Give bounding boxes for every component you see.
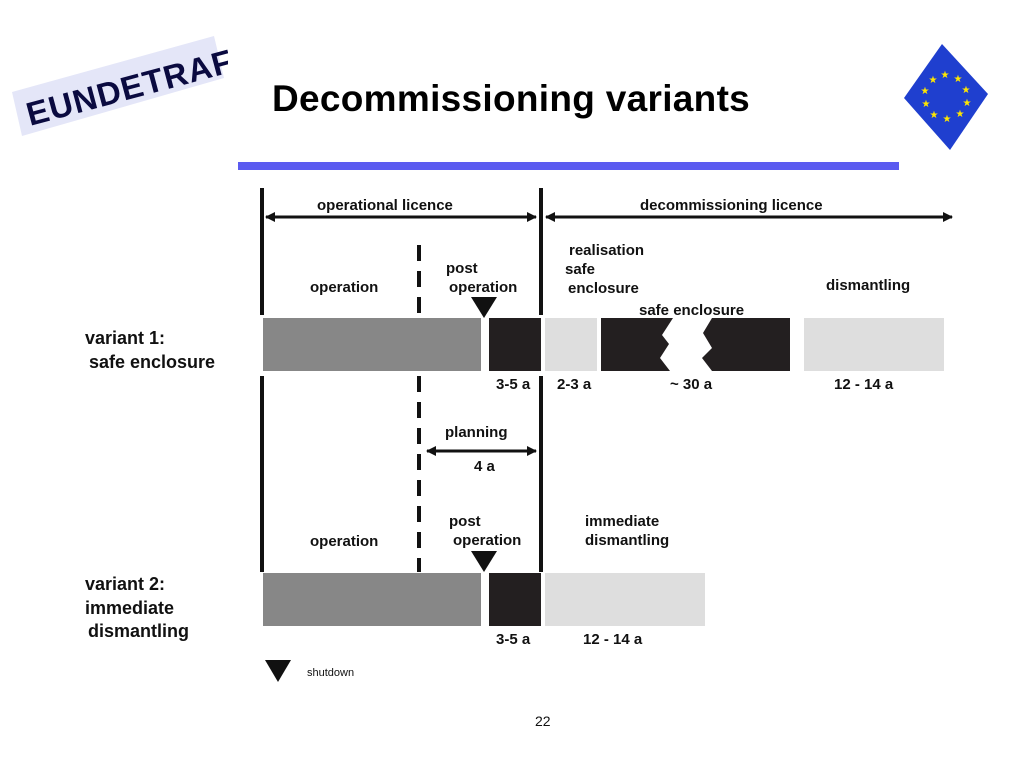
v1-realisation-bar (545, 318, 597, 371)
v2-operation-bar (263, 573, 481, 626)
v1-operation-label: operation (310, 279, 379, 296)
v2-shutdown-icon (471, 551, 497, 572)
v1-safe-enclosure-label: safe enclosure (639, 302, 745, 319)
svg-text:★: ★ (941, 70, 950, 81)
v1-realisation-enclosure-label: enclosure (568, 280, 639, 297)
eu-flag-icon: ★ ★ ★ ★ ★ ★ ★ ★ ★ ★ (900, 42, 990, 152)
page-title: Decommissioning variants (272, 78, 751, 119)
svg-text:★: ★ (962, 85, 971, 96)
decommissioning-licence-label: decommissioning licence (640, 197, 823, 214)
page-number: 22 (535, 713, 551, 729)
v2-dismantling-duration: 12 - 14 a (583, 631, 643, 648)
v1-realisation-safe-label: safe (565, 261, 596, 278)
svg-text:★: ★ (930, 110, 939, 121)
svg-text:★: ★ (954, 74, 963, 85)
v1-operation-sub-label: operation (449, 279, 518, 296)
variant-1-label: variant 1: (85, 328, 166, 348)
variant-2-label: variant 2: (85, 574, 166, 594)
planning-label: planning (445, 424, 508, 441)
operational-licence-label: operational licence (317, 197, 453, 214)
v2-dismantling-label: dismantling (585, 532, 670, 549)
svg-text:★: ★ (963, 98, 972, 109)
title-underline (238, 162, 899, 170)
v2-immediate-label: immediate (585, 513, 660, 530)
v1-post-operation-bar (489, 318, 541, 371)
v1-realisation-label: realisation (569, 242, 645, 259)
v1-post-duration: 3-5 a (496, 376, 531, 393)
shutdown-triangle-icon (265, 660, 291, 682)
v1-safe-enclosure-bar-left (601, 318, 673, 371)
v1-safe-enclosure-duration: ~ 30 a (670, 376, 713, 393)
v2-dismantling-bar (545, 573, 705, 626)
v2-post-duration: 3-5 a (496, 631, 531, 648)
eundetraf-logo: EUNDETRAF (8, 30, 237, 140)
v1-shutdown-icon (471, 297, 497, 318)
v2-operation-sub-label: operation (453, 532, 522, 549)
svg-text:★: ★ (922, 99, 931, 110)
v2-post-label: post (449, 513, 481, 530)
variant-2-name-line2: dismantling (88, 621, 190, 641)
v1-dismantling-bar (804, 318, 944, 371)
svg-text:★: ★ (929, 75, 938, 86)
shutdown-legend-label: shutdown (307, 667, 355, 679)
svg-text:★: ★ (943, 114, 952, 125)
v1-realisation-duration: 2-3 a (557, 376, 592, 393)
v1-dismantling-duration: 12 - 14 a (834, 376, 894, 393)
v2-post-operation-bar (489, 573, 541, 626)
v1-operation-bar (263, 318, 481, 371)
svg-text:★: ★ (921, 86, 930, 97)
eundetraf-logo-graphic: EUNDETRAF (12, 36, 237, 136)
variant-2-name-line1: immediate (85, 598, 175, 618)
svg-text:★: ★ (956, 109, 965, 120)
variant-1-name: safe enclosure (89, 352, 216, 372)
v1-post-label: post (446, 260, 478, 277)
v2-operation-label: operation (310, 533, 379, 550)
v1-dismantling-label: dismantling (826, 277, 911, 294)
planning-duration: 4 a (474, 458, 495, 475)
v1-safe-enclosure-bar-right (702, 318, 790, 371)
